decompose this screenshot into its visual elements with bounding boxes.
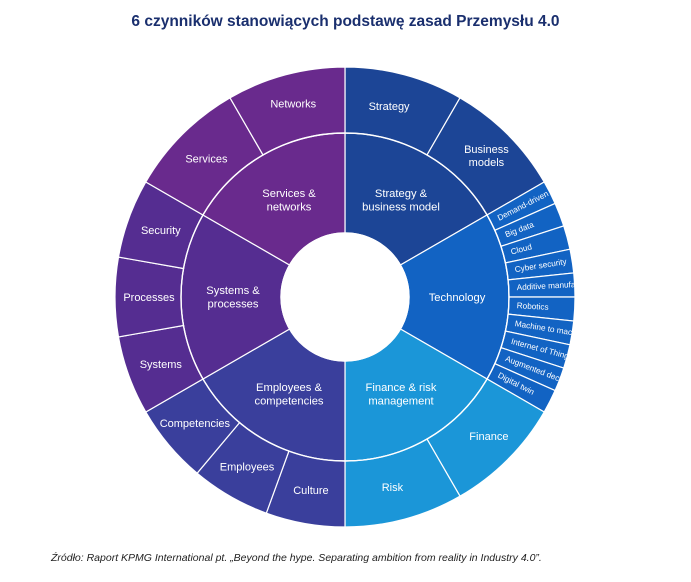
pillar-label-strategy: Strategy &business model [362, 188, 440, 213]
item-label-systems: Systems [140, 359, 183, 371]
item-label-strategy: Strategy [369, 101, 410, 113]
item-label-robotics: Robotics [517, 301, 549, 312]
item-label-employees: Employees [220, 462, 275, 474]
ring-separator-inner [280, 232, 410, 362]
source-note: Źródło: Raport KPMG International pt. „B… [51, 552, 542, 564]
item-label-risk: Risk [382, 482, 404, 494]
pillar-label-employees: Employees &competencies [254, 382, 323, 407]
item-label-culture: Culture [293, 485, 328, 497]
item-label-competencies: Competencies [160, 418, 231, 430]
item-label-additive-manufacturing: Additive manufacturing [517, 279, 601, 292]
pillar-label-technology: Technology [429, 292, 486, 304]
item-label-finance: Finance [469, 431, 508, 443]
pillar-label-systems: Systems &processes [206, 285, 260, 310]
pillar-label-services: Services &networks [262, 188, 316, 213]
item-label-networks: Networks [270, 99, 316, 111]
item-label-services: Services [185, 153, 228, 165]
item-label-processes: Processes [123, 292, 175, 304]
ring-separator-middle [180, 132, 510, 462]
diagram-title: 6 czynników stanowiących podstawę zasad … [131, 13, 560, 30]
item-label-security: Security [141, 225, 181, 237]
